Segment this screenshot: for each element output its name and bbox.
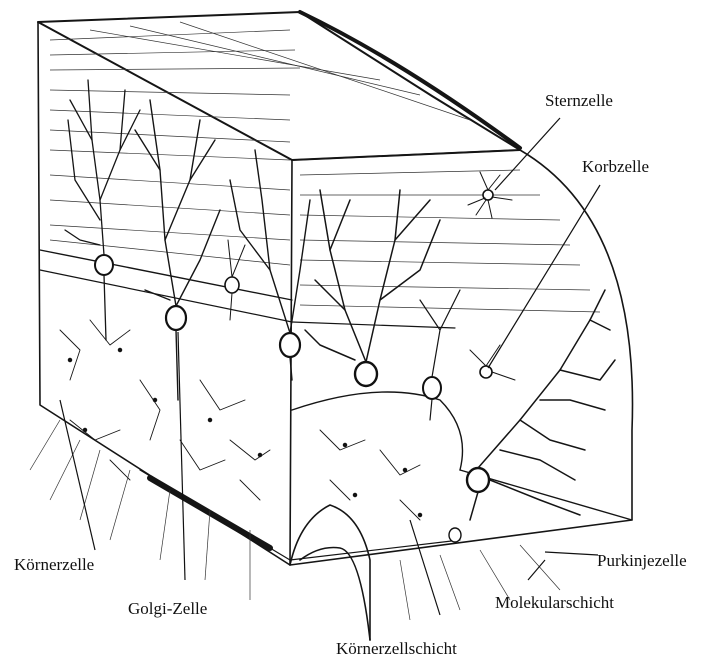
leader-koernerzelle [60,400,95,550]
label-korbzelle: Korbzelle [582,157,649,176]
basket-cell [470,345,515,380]
purkinje-cell-3 [230,150,310,380]
golgi-cell-small [225,240,245,320]
leader-sternzelle [495,118,560,190]
leader-golgi-zelle [178,332,185,580]
granule-layer [60,320,461,542]
purkinje-cell-1 [65,80,140,340]
cortex-block [38,12,633,640]
leader-lines [60,118,600,615]
front-face-right [290,150,633,565]
label-molekularschicht: Molekularschicht [495,593,614,612]
label-koernerzellschicht: Körnerzellschicht [336,639,457,658]
label-golgi-zelle: Golgi-Zelle [128,599,207,618]
top-face [38,12,520,160]
label-sternzelle: Sternzelle [545,91,613,110]
leader-korbzelle [488,185,600,368]
leader-purkinjezelle [545,552,598,555]
purkinje-cell-4 [305,190,440,386]
leader-koernerzellschicht [410,520,440,615]
purkinje-cell-6 [467,290,615,520]
layer-boundary [40,250,292,300]
label-koernerzelle: Körnerzelle [14,555,94,574]
label-purkinjezelle: Purkinjezelle [597,551,687,570]
